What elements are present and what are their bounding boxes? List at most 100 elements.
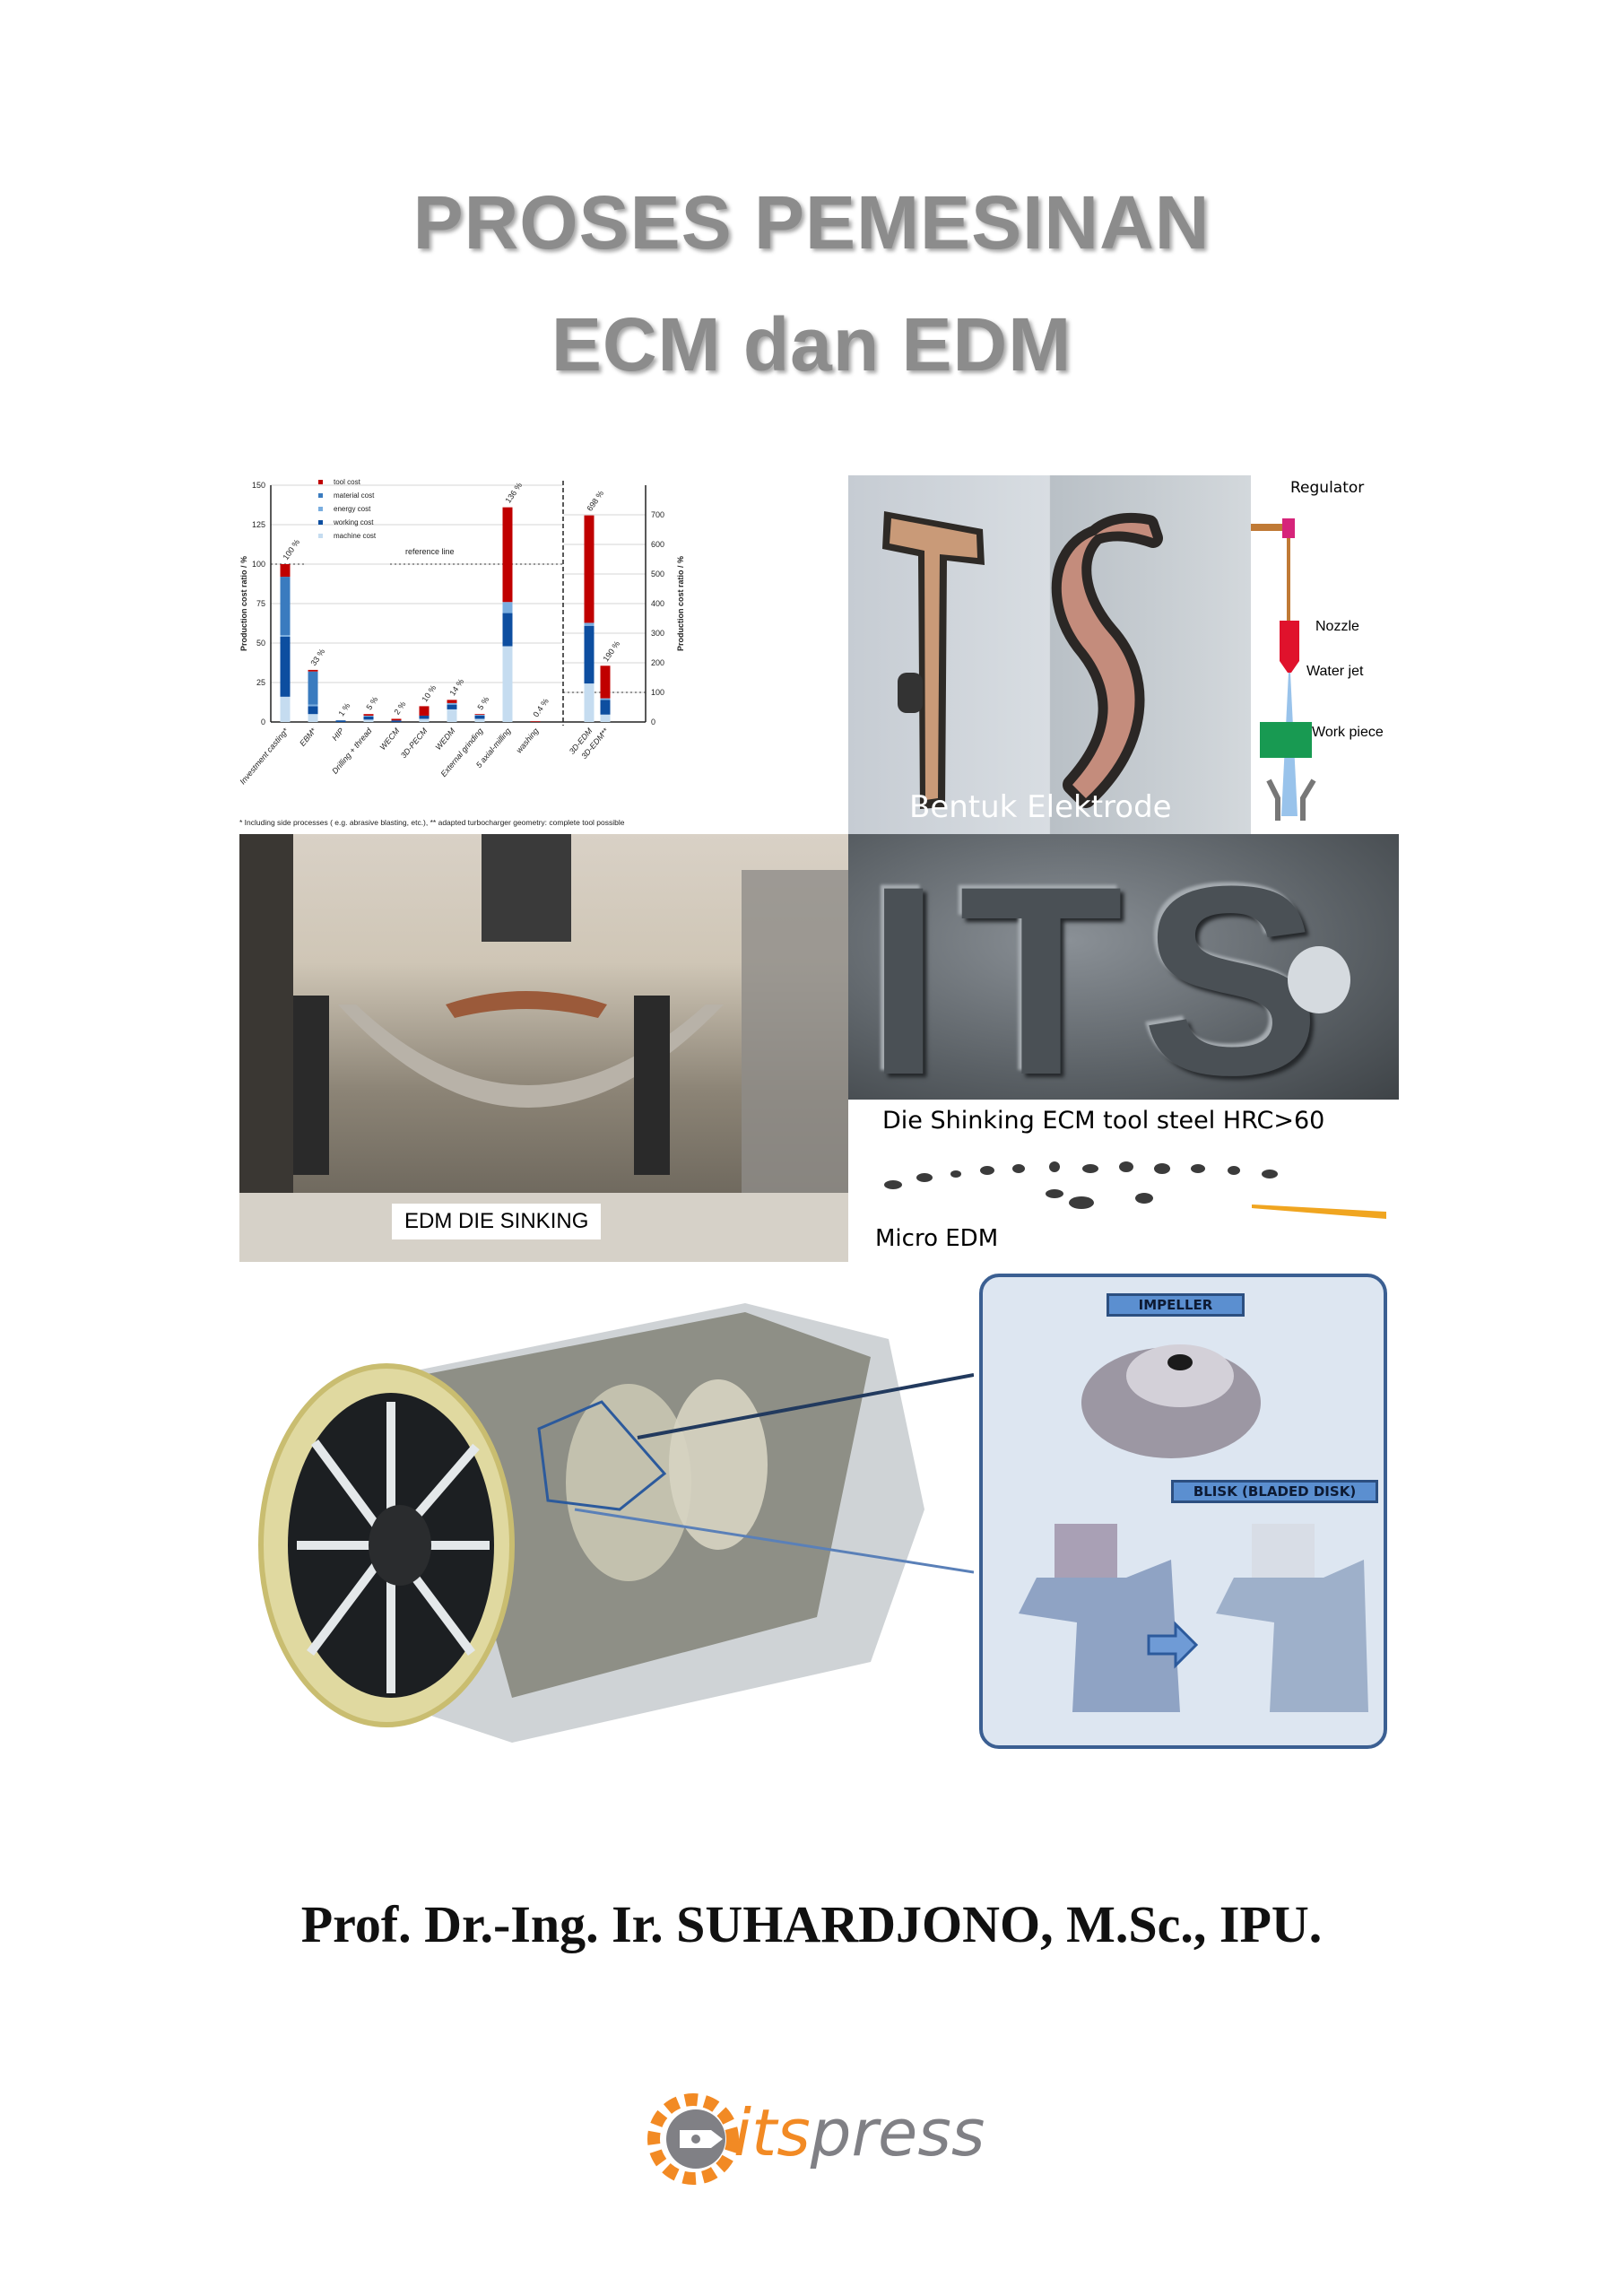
y-right-tick-label: 700 xyxy=(651,510,664,519)
bar-total-label: 5 % xyxy=(364,695,379,711)
bar-total-label: 10 % xyxy=(420,683,438,704)
y-right-tick-label: 500 xyxy=(651,570,664,578)
reference-line-label: reference line xyxy=(405,547,455,556)
blisk-image xyxy=(1019,1524,1368,1712)
bar-segment-tool-cost xyxy=(474,714,485,716)
bar-segment-working-cost xyxy=(474,715,485,719)
x-tick-label: WEDM xyxy=(434,726,457,752)
chart-svg: 02550751001251500100200300400500600700re… xyxy=(239,478,685,827)
bar-segment-energy-cost xyxy=(308,704,318,707)
highlight-compressor xyxy=(537,1400,667,1511)
its-caption: Die Shinking ECM tool steel HRC>60 xyxy=(882,1107,1325,1135)
work-piece-block xyxy=(1260,722,1312,758)
legend-swatch xyxy=(318,480,323,484)
y-right-tick-label: 300 xyxy=(651,629,664,638)
feed-line xyxy=(1287,538,1290,623)
chart-footnote: * Including side processes ( e.g. abrasi… xyxy=(239,818,625,827)
pipe xyxy=(1251,524,1287,531)
bar-segment-material-cost xyxy=(280,577,291,636)
bar-segment-tool-cost xyxy=(447,700,457,703)
y-tick-label: 125 xyxy=(252,520,265,529)
bar-segment-tool-cost xyxy=(280,564,291,578)
itspress-logo-mark xyxy=(647,2093,739,2185)
bar-total-label: 14 % xyxy=(447,677,465,698)
nozzle-block xyxy=(1280,621,1299,661)
pencil xyxy=(1252,1205,1386,1219)
bar-segment-machine-cost xyxy=(280,696,291,722)
diagram-drawing xyxy=(1251,518,1316,821)
micro-edm-section: Die Shinking ECM tool steel HRC>60 Micro… xyxy=(848,1100,1399,1262)
catcher xyxy=(1266,778,1316,821)
legend-swatch xyxy=(318,520,323,525)
legend-label: tool cost xyxy=(334,478,361,486)
y-right-tick-label: 0 xyxy=(651,718,655,726)
bar-total-label: 33 % xyxy=(308,648,326,668)
bar-segment-energy-cost xyxy=(600,698,611,700)
bar-total-label: 1 % xyxy=(336,701,352,718)
nozzle-tip xyxy=(1280,661,1299,673)
impeller-label: IMPELLER xyxy=(1107,1293,1245,1317)
legend-label: machine cost xyxy=(334,532,377,540)
legend-label: energy cost xyxy=(334,505,371,513)
water-jet-diagram: Regulator Nozzle Water jet Work piece xyxy=(1251,475,1403,834)
spinner xyxy=(369,1505,431,1586)
title-line-1: PROSES PEMESINAN xyxy=(412,180,1211,265)
author-name: Prof. Dr.-Ing. Ir. SUHARDJONO, M.Sc., IP… xyxy=(300,1895,1323,1953)
legend-swatch xyxy=(318,534,323,538)
logo-text-press: press xyxy=(810,2095,985,2170)
bar-segment-working-cost xyxy=(584,625,595,684)
x-tick-label: washing xyxy=(515,726,541,755)
edm-machine-drawing xyxy=(239,834,848,1262)
bar-segment-machine-cost xyxy=(447,709,457,722)
gear-icon xyxy=(647,2093,739,2185)
bar-total-label: 136 % xyxy=(503,481,524,505)
its-engraving: ITS xyxy=(866,834,1339,1100)
y-tick-label: 25 xyxy=(256,678,265,687)
y-tick-label: 150 xyxy=(252,481,265,490)
bar-segment-tool-cost xyxy=(600,665,611,699)
label-water-jet: Water jet xyxy=(1306,664,1364,679)
bar-segment-tool-cost xyxy=(391,718,402,721)
x-tick-label: EBM* xyxy=(298,726,318,747)
bar-segment-machine-cost xyxy=(600,714,611,722)
bar-segment-machine-cost xyxy=(474,718,485,722)
bar-segment-energy-cost xyxy=(474,715,485,716)
bar-total-label: 5 % xyxy=(475,695,490,711)
bar-total-label: 190 % xyxy=(601,639,621,664)
bar-segment-energy-cost xyxy=(502,602,513,613)
bar-segment-machine-cost xyxy=(584,683,595,722)
y-right-tick-label: 100 xyxy=(651,688,664,697)
y-tick-label: 75 xyxy=(256,599,265,608)
electrode-caption: Bentuk Elektrode xyxy=(909,789,1172,825)
bar-segment-machine-cost xyxy=(308,714,318,722)
itspress-logo: itspress xyxy=(644,2090,1002,2188)
label-regulator: Regulator xyxy=(1290,479,1365,497)
jet-engine-cutaway xyxy=(243,1276,975,1771)
callout-line-impeller xyxy=(637,1373,975,1439)
bar-segment-machine-cost xyxy=(502,646,513,722)
label-nozzle: Nozzle xyxy=(1315,619,1359,634)
bar-segment-working-cost xyxy=(447,704,457,709)
blisk-label: BLISK (BLADED DISK) xyxy=(1171,1480,1378,1503)
y-axis-title: Production cost ratio / % xyxy=(239,556,248,651)
bar-segment-energy-cost xyxy=(447,702,457,705)
edm-caption: EDM DIE SINKING xyxy=(392,1204,602,1239)
bar-segment-working-cost xyxy=(419,715,430,719)
bar-segment-working-cost xyxy=(391,720,402,722)
y-right-tick-label: 200 xyxy=(651,658,664,667)
bar-segment-working-cost xyxy=(502,613,513,647)
bar-segment-working-cost xyxy=(280,636,291,697)
bar-segment-energy-cost xyxy=(363,715,374,717)
y-right-tick-label: 400 xyxy=(651,599,664,608)
x-tick-label: Investment casting* xyxy=(239,726,291,786)
bar-segment-tool-cost xyxy=(363,714,374,716)
x-tick-label: WECM xyxy=(378,726,402,752)
its-engraved-plate-photo: ITS xyxy=(848,834,1399,1100)
arrow-icon xyxy=(1147,1621,1199,1669)
edm-die-sinking-photo: EDM DIE SINKING xyxy=(239,834,848,1262)
label-work-piece: Work piece xyxy=(1312,725,1384,740)
x-tick-label: 3D-PECM xyxy=(399,726,430,760)
y-tick-label: 100 xyxy=(252,560,265,569)
bar-segment-tool-cost xyxy=(419,706,430,716)
